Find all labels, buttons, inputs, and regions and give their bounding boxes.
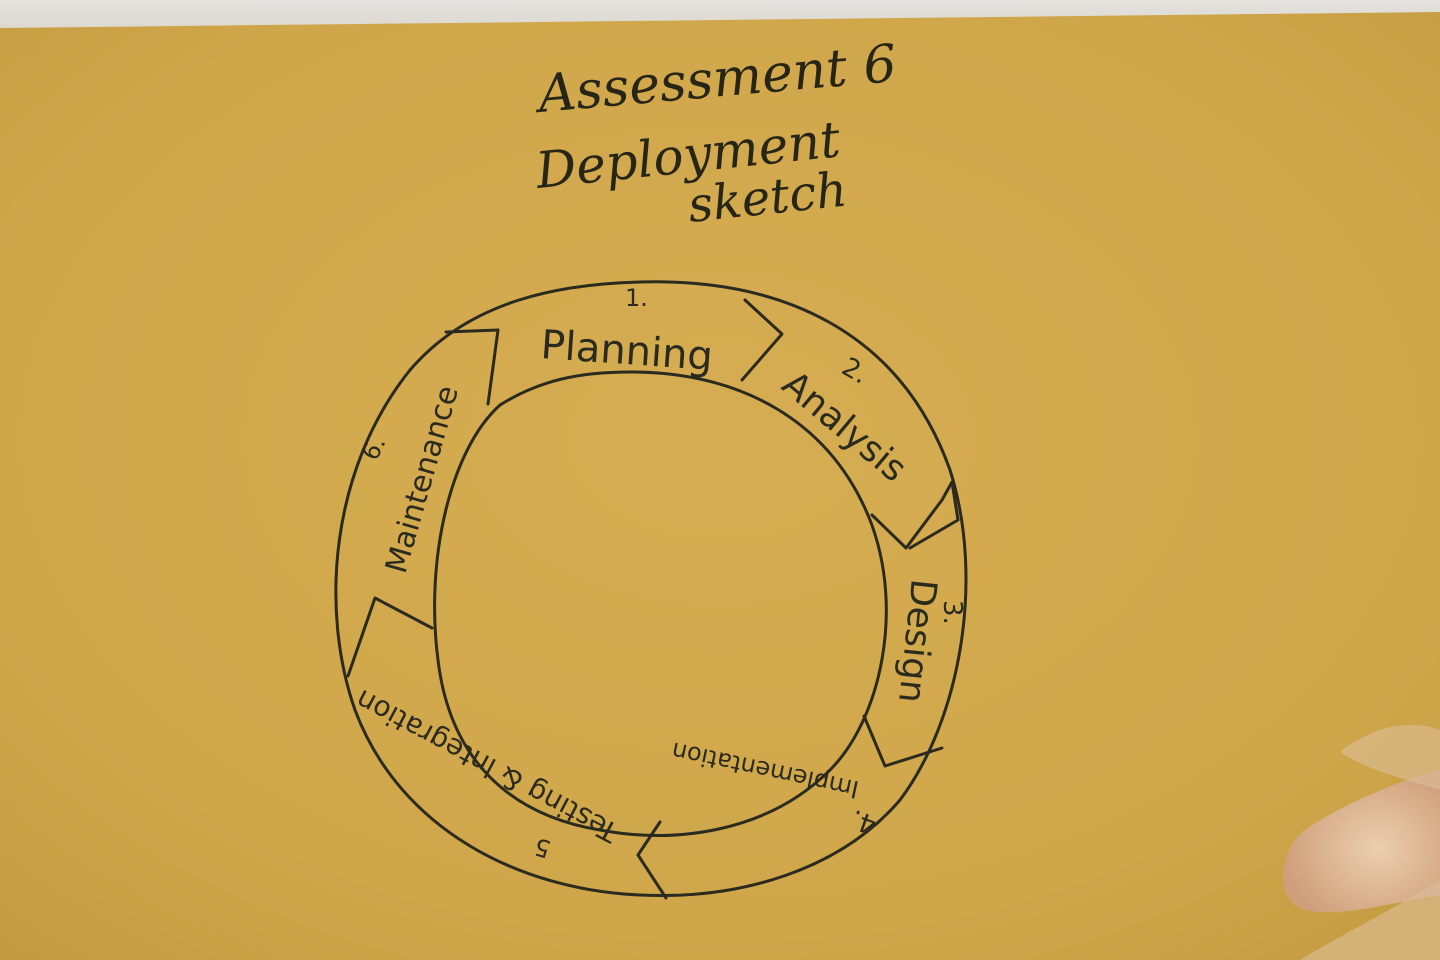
sdlc-cycle-diagram [334,280,968,900]
divider-analysis-design [870,480,960,550]
phase-number-3: 3. [937,600,967,625]
divider-testing-maintenance [346,596,434,678]
divider-implementation-testing [636,820,668,900]
phase-number-1: 1. [625,284,648,312]
divider-design-implementation [862,714,944,768]
inner-ring [433,370,888,837]
outer-ring [334,280,968,898]
divider-planning-analysis [740,298,784,382]
phase-number-5: 5 [531,832,553,863]
divider-maintenance-planning [444,328,500,406]
